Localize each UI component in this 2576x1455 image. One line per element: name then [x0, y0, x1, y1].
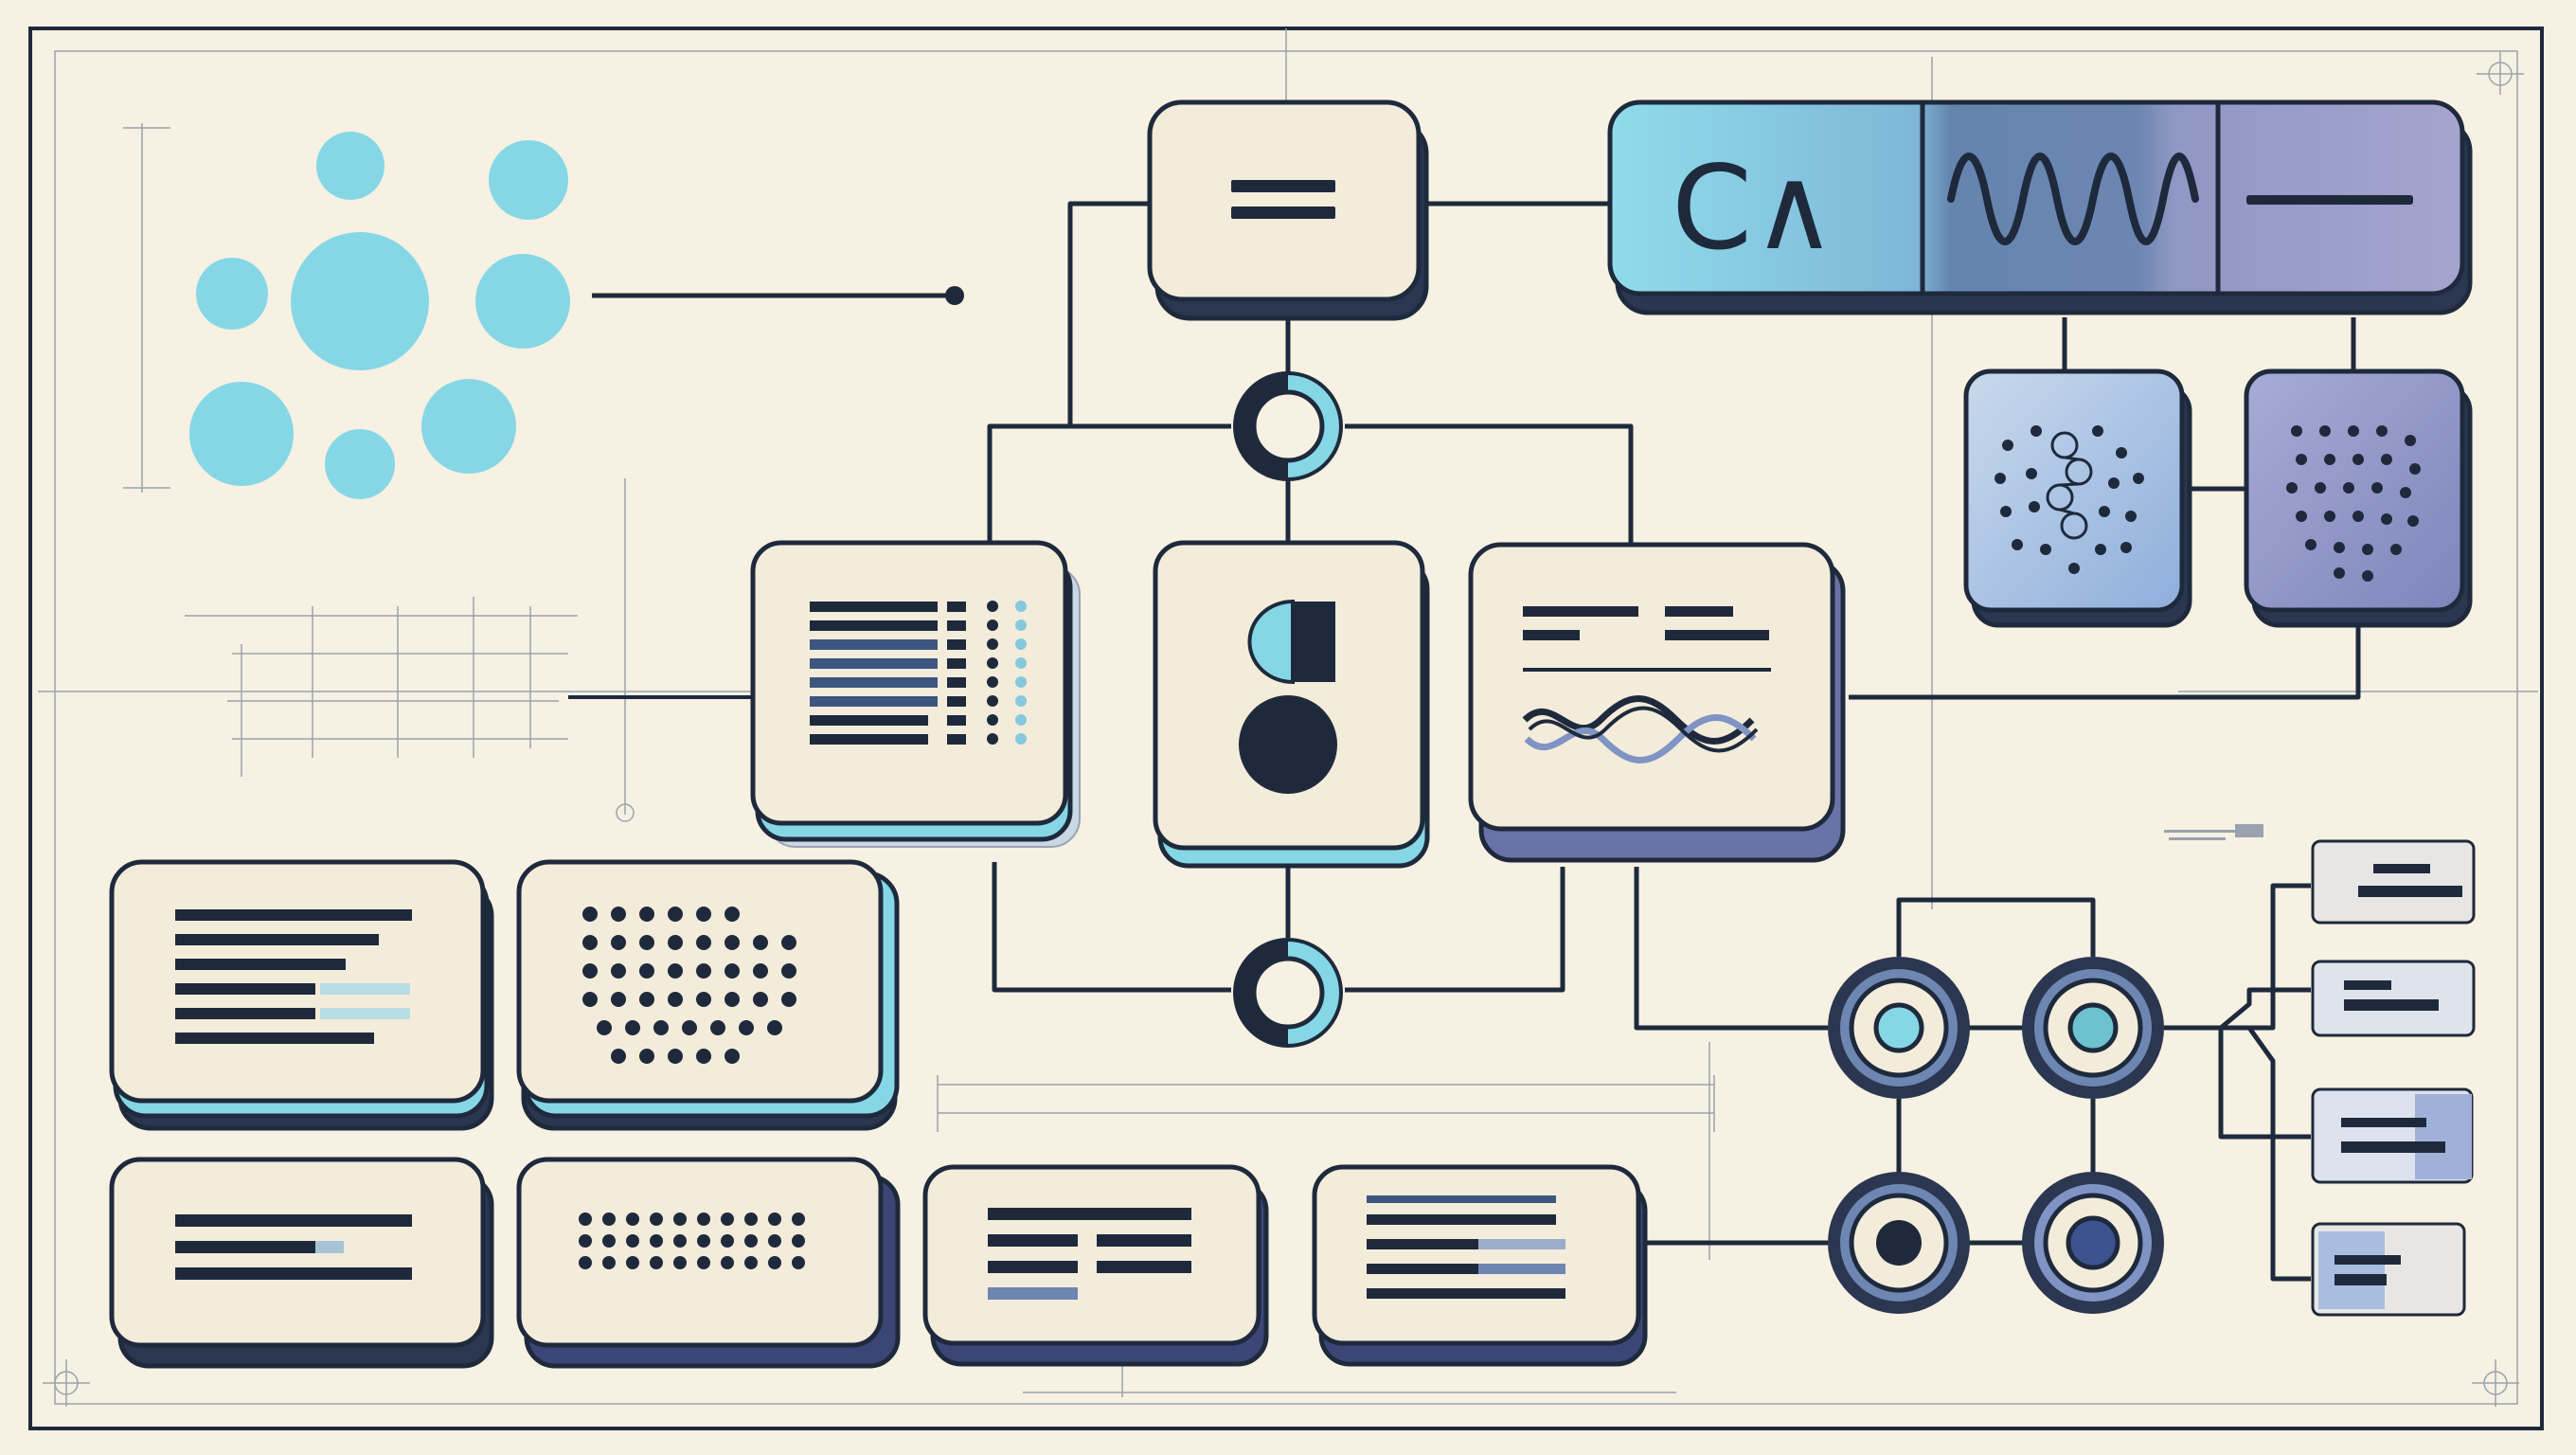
- top-node-card[interactable]: [1147, 99, 1429, 321]
- ring-node-blue[interactable]: [2022, 1172, 2164, 1314]
- list-lines-icon: [1367, 1195, 1565, 1299]
- bubble-cluster-icon: [189, 132, 570, 499]
- side-tag-2[interactable]: [2311, 960, 2476, 1037]
- ring-node-top[interactable]: [1233, 371, 1343, 481]
- molecule-icon: [1995, 425, 2144, 574]
- molecule-card-a[interactable]: [1963, 368, 2192, 628]
- dot-grid-card[interactable]: [516, 859, 900, 1131]
- waveform-icon: [1947, 153, 2199, 245]
- logo-text: C∧: [1672, 141, 1836, 276]
- text-lines-card[interactable]: [109, 859, 494, 1131]
- connector-wires: [568, 201, 2361, 1282]
- side-tag-4[interactable]: [2311, 1222, 2466, 1317]
- side-tag-1[interactable]: [2311, 839, 2476, 925]
- short-lines-card[interactable]: [109, 1157, 494, 1369]
- wave-text-icon: [1522, 606, 1771, 763]
- molecule-card-b[interactable]: [2244, 368, 2473, 628]
- mid-card-text-list[interactable]: [750, 540, 1081, 848]
- text-list-icon: [810, 601, 1027, 745]
- split-lines-icon: [988, 1208, 1191, 1300]
- ring-node-cyan-2[interactable]: [2022, 957, 2164, 1099]
- mid-card-shapes[interactable]: [1153, 540, 1430, 869]
- ring-node-dark[interactable]: [1828, 1172, 1970, 1314]
- dash-icon: [2246, 195, 2413, 205]
- guide-lines: [38, 28, 2538, 1407]
- ring-node-cyan-1[interactable]: [1828, 957, 1970, 1099]
- dot-row-card[interactable]: [516, 1157, 901, 1369]
- text-lines-icon: [175, 909, 412, 1044]
- dot-grid-icon: [2286, 425, 2421, 582]
- dot-row-icon: [579, 1212, 805, 1269]
- tick-marks: [2164, 824, 2263, 840]
- shapes-icon: [1239, 599, 1337, 794]
- header-segment-card[interactable]: C∧: [1607, 99, 2473, 315]
- split-lines-card[interactable]: [922, 1164, 1269, 1367]
- line-endpoint-dot: [945, 286, 964, 305]
- mid-card-wave-text[interactable]: [1468, 542, 1846, 863]
- ring-node-bottom[interactable]: [1233, 938, 1343, 1048]
- dot-grid-icon: [582, 907, 796, 1064]
- short-lines-icon: [175, 1214, 412, 1280]
- equals-icon: [1231, 180, 1335, 219]
- list-lines-card[interactable]: [1312, 1164, 1648, 1367]
- side-tag-3[interactable]: [2311, 1087, 2474, 1184]
